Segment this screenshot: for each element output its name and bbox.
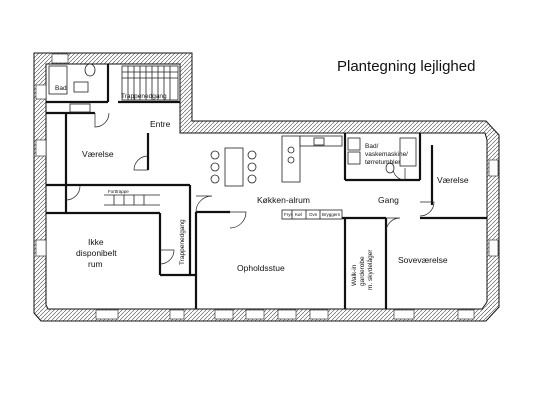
- label-forttrappe: Forttrappe: [108, 189, 129, 194]
- label-trappenedgang-side: Trappenedgang: [179, 219, 186, 265]
- label-sovevaerelse: Soveværelse: [398, 255, 448, 265]
- label-ikke-2: disponibelt: [76, 248, 117, 258]
- stairs-side: [104, 194, 160, 206]
- appliance-ovn: Ovn: [309, 212, 318, 217]
- label-gang: Gang: [378, 195, 399, 205]
- plan-title: Plantegning lejlighed: [337, 58, 475, 75]
- label-ikke-1: Ikke: [88, 237, 104, 247]
- label-bad-vask-1: Bad/: [365, 143, 379, 150]
- label-koekken-alrum: Køkken-alrum: [257, 195, 310, 205]
- label-ikke-3: rum: [88, 259, 103, 269]
- label-entre: Entre: [150, 119, 171, 129]
- label-bad-vask-3: tørretumbler: [365, 159, 401, 166]
- laundry-bath-fixtures: [347, 137, 417, 174]
- bathroom-fixtures: [48, 63, 96, 113]
- label-vaerelse-left: Værelse: [82, 149, 114, 159]
- room-labels: Bad Trappenedgang Entre Værelse Bad/ vas…: [55, 85, 469, 290]
- label-bad: Bad: [55, 85, 67, 92]
- stairs-top: [121, 65, 179, 101]
- label-trappenedgang-top: Trappenedgang: [121, 93, 167, 100]
- label-walkin-1: Walk-in: [351, 264, 358, 286]
- windows: [35, 53, 499, 320]
- label-walkin-3: m. skydelåger: [366, 249, 374, 290]
- label-walkin-2: garderobe: [359, 256, 366, 286]
- appliance-labels: Frys Køl Ovn Bryggers: [284, 212, 341, 217]
- label-vaerelse-right: Værelse: [437, 175, 469, 185]
- appliance-bryggers: Bryggers: [322, 212, 341, 217]
- appliance-frys: Frys: [284, 212, 293, 217]
- label-bad-vask-2: vaskemaskine/: [365, 151, 408, 158]
- interior-walls: [46, 64, 487, 309]
- door-swings: [65, 112, 435, 265]
- appliance-kol: Køl: [295, 212, 302, 217]
- outer-wall: [33, 52, 500, 322]
- label-opholdsstue: Opholdsstue: [237, 263, 285, 273]
- kitchen-fixtures: [210, 135, 343, 220]
